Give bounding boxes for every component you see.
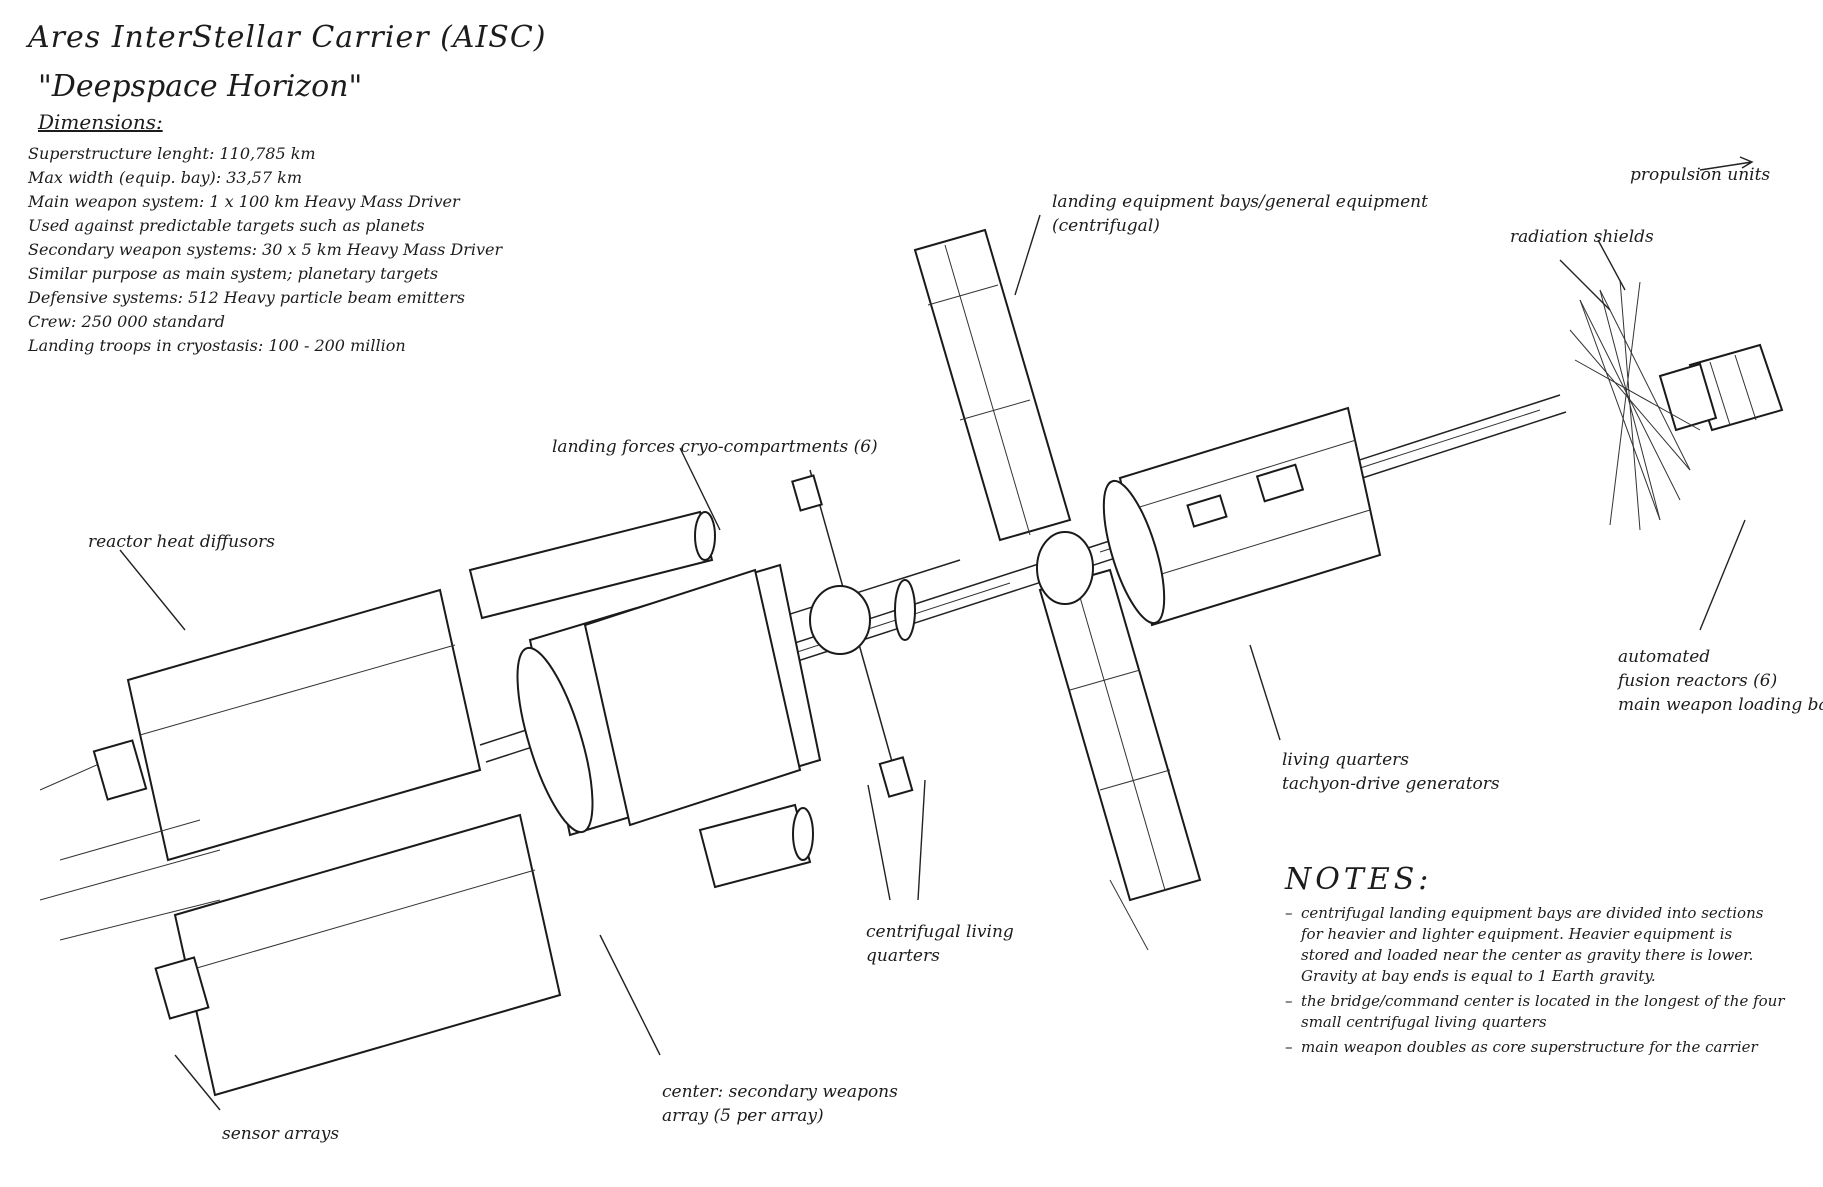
label-line: centrifugal living [866,922,1014,942]
note-item: –main weapon doubles as core superstruct… [1285,1037,1785,1058]
centrifugal-living-quarters [739,469,961,798]
label-line: quarters [866,946,940,966]
label-sensor-arrays: sensor arrays [222,1124,340,1144]
label-line: living quarters [1282,750,1409,770]
note-dash: – [1285,992,1293,1010]
note-text: centrifugal landing equipment bays are d… [1301,904,1764,985]
label-line: fusion reactors (6) [1618,671,1778,691]
notes-list: –centrifugal landing equipment bays are … [1285,903,1785,1058]
spec-line: Similar purpose as main system; planetar… [28,264,439,283]
note-dash: – [1285,1038,1293,1056]
landing-equipment-bays [913,228,1202,951]
note-item: –centrifugal landing equipment bays are … [1285,903,1785,987]
label-landing-bays: landing equipment bays/general equipment… [1052,190,1428,238]
note-text: the bridge/command center is located in … [1301,992,1785,1031]
cryo-compartments [468,510,822,889]
label-cryo: landing forces cryo-compartments (6) [552,437,878,457]
label-propulsion: propulsion units [1630,165,1771,185]
spec-line: Superstructure lenght: 110,785 km [28,144,316,163]
note-text: main weapon doubles as core superstructu… [1301,1038,1758,1056]
notes-panel: NOTES: –centrifugal landing equipment ba… [1285,862,1785,1062]
spec-line: Defensive systems: 512 Heavy particle be… [28,288,465,307]
spec-sheet: Ares InterStellar Carrier (AISC) "Deepsp… [28,20,588,358]
spec-line: Landing troops in cryostasis: 100 - 200 … [28,336,406,355]
living-quarters-module [1102,406,1382,627]
spec-line: Crew: 250 000 standard [28,312,225,331]
note-dash: – [1285,904,1293,922]
label-centrifugal-living: centrifugal living quarters [866,920,1014,968]
spec-line: Secondary weapon systems: 30 x 5 km Heav… [28,240,503,259]
label-fusion-reactors: automated fusion reactors (6) main weapo… [1618,645,1823,717]
ship-name: "Deepspace Horizon" [38,69,363,104]
label-line: main weapon loading bay [1618,695,1823,715]
leader-lines [119,156,1754,1111]
spec-line: Max width (equip. bay): 33,57 km [28,168,302,187]
note-item: –the bridge/command center is located in… [1285,991,1785,1033]
propulsion-units [1658,343,1784,432]
label-line: tachyon-drive generators [1282,774,1500,794]
label-line: center: secondary weapons [662,1082,898,1102]
label-heat-diffusors: reactor heat diffusors [88,532,275,552]
label-line: (centrifugal) [1052,216,1160,236]
reactor-heat-diffusors [39,588,562,1097]
page-title: Ares InterStellar Carrier (AISC) [28,20,547,55]
label-line: automated [1618,647,1711,667]
radiation-shields [1569,279,1701,531]
label-center-weapons: center: secondary weapons array (5 per a… [662,1080,898,1128]
label-line: array (5 per array) [662,1106,824,1126]
spec-list: Superstructure lenght: 110,785 km Max wi… [28,142,588,358]
spec-line: Main weapon system: 1 x 100 km Heavy Mas… [28,192,460,211]
label-living-quarters: living quarters tachyon-drive generators [1282,748,1500,796]
spec-line: Used against predictable targets such as… [28,216,425,235]
label-radiation-shields: radiation shields [1510,227,1654,247]
notes-heading: NOTES: [1285,862,1433,897]
label-line: landing equipment bays/general equipment [1052,192,1428,212]
dimensions-heading: Dimensions: [38,110,163,134]
